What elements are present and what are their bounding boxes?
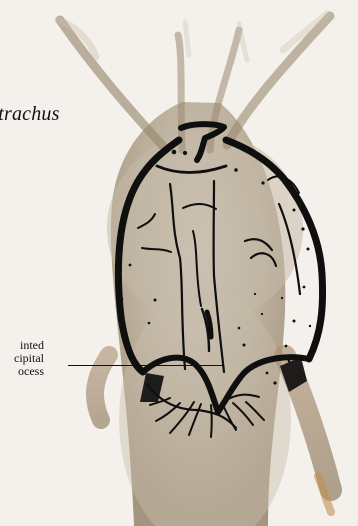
head-line-drawing: [0, 0, 358, 526]
figure-stage: atrachus inted cipital ocess: [0, 0, 358, 526]
